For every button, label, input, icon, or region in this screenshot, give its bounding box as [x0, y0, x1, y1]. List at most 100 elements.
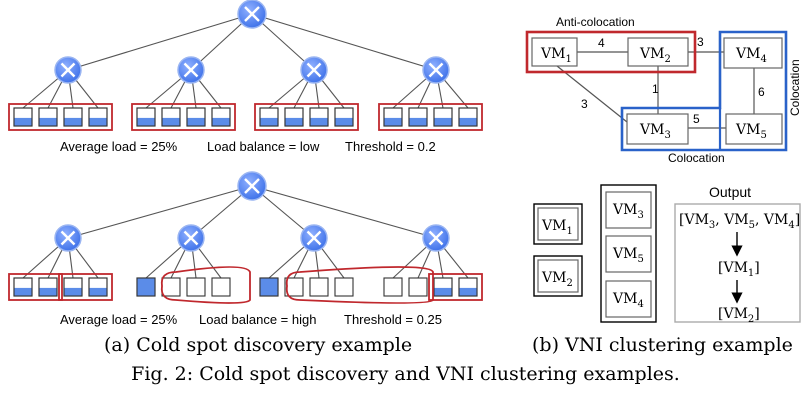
server-pair-outline-1	[8, 273, 63, 301]
top-topology-tree	[8, 0, 483, 131]
tree-links	[22, 185, 469, 279]
server-7	[186, 277, 206, 297]
bottom-average-load: Average load = 25%	[60, 312, 178, 327]
bottom-tree-stats: Average load = 25% Load balance = high T…	[60, 312, 442, 327]
server-5	[136, 277, 156, 297]
server-4	[88, 277, 108, 297]
output-step-3: [VM2]	[718, 306, 760, 325]
server-2	[38, 107, 58, 127]
vm4-node	[723, 37, 783, 69]
vm3-label: VM3	[639, 122, 671, 141]
bottom-topology-tree	[8, 171, 483, 301]
aggregation-switch-icon-2	[177, 224, 205, 252]
edge-weight-vm1-vm2: 4	[598, 36, 605, 50]
core-switch-icon	[237, 171, 267, 201]
server-10	[284, 107, 304, 127]
server-1	[13, 107, 33, 127]
server-pair-outline-2	[58, 273, 113, 301]
edge-weight-vm2-vm4: 3	[697, 35, 704, 49]
output-step-2: [VM1]	[718, 260, 760, 279]
aggregation-switch-icon-1	[54, 224, 82, 252]
cluster-vm1-inner	[537, 207, 579, 241]
server-14	[408, 277, 428, 297]
vm-clusters: VM1 VM2 VM3 VM5 VM4	[533, 184, 657, 323]
cluster-vm3	[605, 191, 652, 229]
bottom-cold-spot-outlines	[160, 266, 434, 304]
server-1	[13, 277, 33, 297]
top-load-balance: Load balance = low	[207, 139, 320, 154]
vm5-node	[725, 113, 783, 145]
server-11	[309, 277, 329, 297]
aggregation-switch-icon-3	[300, 224, 328, 252]
server-13	[383, 107, 403, 127]
server-15	[433, 107, 453, 127]
cluster-vm4	[605, 280, 652, 318]
cluster-vm2-label: VM2	[541, 270, 573, 289]
vm3-node	[626, 113, 689, 145]
server-8	[211, 107, 231, 127]
server-9	[259, 277, 279, 297]
server-15	[433, 277, 453, 297]
server-4	[88, 107, 108, 127]
top-average-load: Average load = 25%	[60, 139, 178, 154]
server-7	[186, 107, 206, 127]
cold-spot-outline-2	[285, 266, 434, 304]
cluster-vm1-label: VM1	[541, 218, 573, 237]
server-3	[63, 107, 83, 127]
server-16	[458, 107, 478, 127]
cluster-vm5	[605, 235, 652, 273]
server-9	[259, 107, 279, 127]
server-8	[211, 277, 231, 297]
aggregation-switch-icon-4	[422, 224, 450, 252]
cluster-vm2-inner	[537, 259, 579, 293]
top-tree-stats: Average load = 25% Load balance = low Th…	[60, 139, 436, 154]
server-5	[136, 107, 156, 127]
rack-outline-4	[378, 103, 483, 131]
server-6	[161, 107, 181, 127]
vm2-label: VM2	[639, 46, 671, 65]
aggregation-switch-icon-1	[54, 56, 82, 84]
cold-spot-outline-1	[160, 266, 251, 304]
server-6	[161, 277, 181, 297]
aggregation-switch-icon-2	[177, 56, 205, 84]
server-11	[309, 107, 329, 127]
caption-area: (a) Cold spot discovery example (b) VNI …	[0, 332, 811, 394]
top-threshold: Threshold = 0.2	[345, 139, 436, 154]
server-16	[458, 277, 478, 297]
server-13	[383, 277, 403, 297]
server-10	[284, 277, 304, 297]
subcaption-b: (b) VNI clustering example	[532, 334, 793, 356]
colocation-label-right: Colocation	[788, 59, 802, 116]
cluster-vm5-label: VM5	[612, 246, 644, 265]
figure-caption: Fig. 2: Cold spot discovery and VNI clus…	[131, 363, 680, 385]
bottom-threshold: Threshold = 0.25	[344, 312, 442, 327]
server-12	[334, 277, 354, 297]
server-2	[38, 277, 58, 297]
rack-outline-1	[8, 103, 113, 131]
colocation-label-bottom: Colocation	[668, 151, 725, 165]
edge-weight-vm4-vm5: 6	[758, 85, 765, 99]
anti-colocation-label: Anti-colocation	[556, 15, 635, 29]
bottom-load-balance: Load balance = high	[199, 312, 316, 327]
core-switch-icon	[237, 0, 267, 29]
cluster-vm3-label: VM3	[612, 202, 644, 221]
aggregation-switch-icon-4	[422, 56, 450, 84]
rack-outline-3	[254, 103, 359, 131]
cluster-vm4-label: VM4	[612, 291, 644, 310]
server-pair-outline-3	[428, 273, 483, 301]
edge-weight-vm1-vm3: 3	[581, 97, 588, 111]
anti-colocation-box	[525, 30, 697, 74]
rack-outline-2	[131, 103, 236, 131]
vm1-label: VM1	[540, 46, 572, 65]
aggregation-switch-icon-3	[300, 56, 328, 84]
edge-vm1-vm3	[556, 65, 628, 123]
tree-links	[22, 13, 469, 109]
output-title: Output	[709, 184, 751, 200]
server-12	[334, 107, 354, 127]
vm4-label: VM4	[735, 46, 767, 65]
server-3	[63, 277, 83, 297]
output-list: [VM3, VM5, VM4]	[679, 212, 800, 231]
edge-weight-vm3-vm5: 5	[693, 112, 700, 126]
vm2-node	[627, 37, 689, 67]
